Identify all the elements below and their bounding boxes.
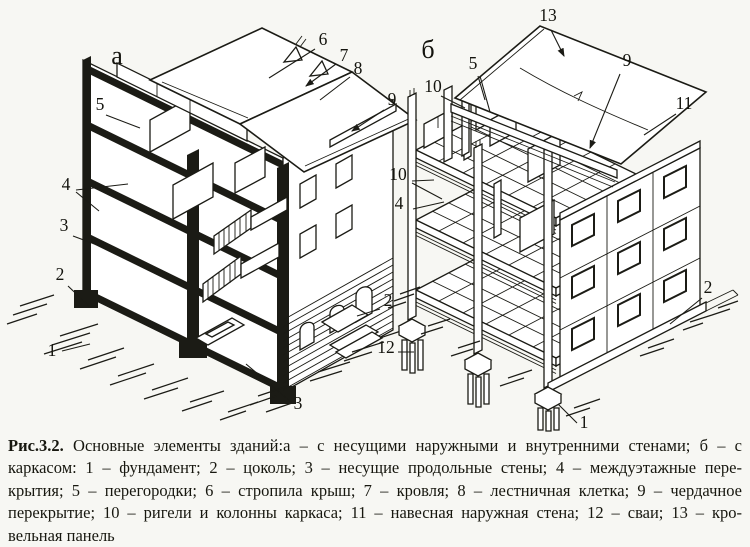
leader-lines xyxy=(61,29,703,424)
building-b-curtain-wall xyxy=(559,139,701,384)
callout-b-10b: 10 xyxy=(389,164,407,184)
building-b xyxy=(387,25,739,432)
callout-b-11: 11 xyxy=(676,93,693,113)
building-b-plinth-beam xyxy=(547,289,739,394)
building-a-roof xyxy=(148,27,418,173)
callout-a-3: 3 xyxy=(60,215,69,235)
callout-a-9: 9 xyxy=(388,89,397,109)
callout-b-5: 5 xyxy=(469,53,478,73)
caption-line-4: перекрытие; 10 – ригели и колонны каркас… xyxy=(8,503,742,523)
callout-b-2: 2 xyxy=(704,277,713,297)
figure-caption: Рис.3.2. Основные элементы зданий:а – с … xyxy=(0,433,750,547)
figure-number: Рис.3.2. xyxy=(8,436,64,455)
callout-b-12: 12 xyxy=(377,337,395,357)
building-a-ground-hatch xyxy=(6,294,405,421)
caption-line-1: Рис.3.2. Основные элементы зданий:а – с … xyxy=(8,435,742,457)
caption-line-3: крытия; 5 – перегородки; 6 – стропила кр… xyxy=(8,480,742,500)
building-a-bearing-walls xyxy=(74,56,296,404)
callout-a-2b: 2 xyxy=(384,290,393,310)
callout-b-4: 4 xyxy=(395,193,404,213)
callout-b-1: 1 xyxy=(580,412,589,432)
figure-drawing: а б 5 4 3 2 1 6 7 8 9 3 2 13 5 10 9 11 1… xyxy=(6,5,739,432)
building-b-piles xyxy=(397,318,563,432)
panel-b-label: б xyxy=(421,35,434,64)
callout-a-8: 8 xyxy=(354,58,363,78)
panel-a-label: а xyxy=(111,41,123,70)
callout-a-4: 4 xyxy=(62,174,71,194)
building-b-ground-hatch xyxy=(387,286,739,417)
callout-a-6: 6 xyxy=(319,29,328,49)
callout-a-2: 2 xyxy=(56,264,65,284)
callout-b-13: 13 xyxy=(539,5,557,25)
caption-line-2: каркасом: 1 – фундамент; 2 – цоколь; 3 –… xyxy=(8,458,742,478)
callout-b-9: 9 xyxy=(623,50,632,70)
callout-a-3b: 3 xyxy=(294,393,303,413)
caption-line-5: вельная панель xyxy=(8,525,115,545)
callout-a-5: 5 xyxy=(96,94,105,114)
building-a xyxy=(6,27,418,421)
callout-b-10: 10 xyxy=(424,76,442,96)
callout-a-7: 7 xyxy=(340,45,349,65)
building-a-porch xyxy=(320,304,384,359)
building-b-attic-slab xyxy=(450,103,618,179)
building-a-staircase xyxy=(202,195,288,304)
callout-a-1: 1 xyxy=(48,340,57,360)
building-a-partitions xyxy=(116,61,266,346)
building-b-roof xyxy=(443,25,708,188)
caption-line-1-text: Основные элементы зданий:а – с несущими … xyxy=(73,436,743,455)
